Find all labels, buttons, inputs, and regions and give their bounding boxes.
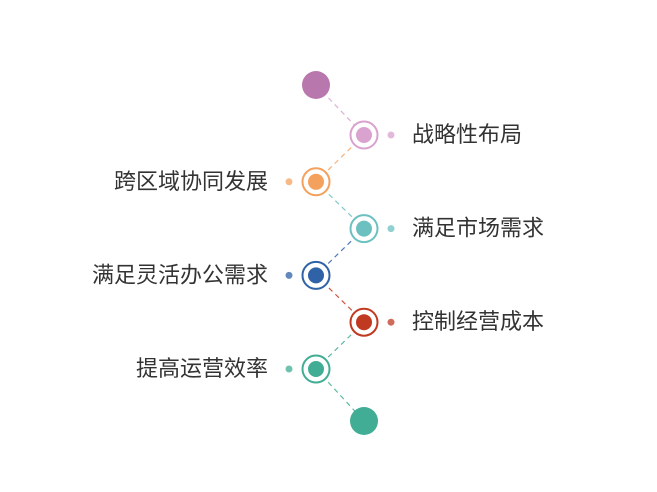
label-bullet — [387, 318, 395, 326]
step-node: 满足灵活办公需求 — [92, 260, 331, 290]
label-bullet — [387, 225, 395, 233]
node-dot — [356, 314, 372, 331]
node-dot — [356, 220, 372, 237]
step-label: 满足市场需求 — [412, 217, 544, 242]
start-dot — [302, 71, 330, 99]
step-node: 跨区域协同发展 — [114, 167, 331, 197]
label-bullet — [387, 131, 395, 139]
node-dot — [308, 173, 324, 190]
label-bullet — [285, 365, 293, 373]
step-label: 跨区域协同发展 — [114, 170, 268, 195]
end-dot — [350, 407, 378, 435]
step-node: 战略性布局 — [349, 120, 522, 150]
node-dot — [308, 267, 324, 284]
step-label: 战略性布局 — [412, 123, 522, 148]
step-node: 提高运营效率 — [136, 354, 331, 384]
node-dot — [308, 361, 324, 377]
label-bullet — [285, 178, 293, 186]
node-dot — [356, 127, 372, 143]
step-node: 控制经营成本 — [349, 307, 544, 337]
step-label: 提高运营效率 — [136, 357, 268, 382]
step-node: 满足市场需求 — [349, 214, 544, 244]
step-label: 控制经营成本 — [412, 310, 544, 335]
step-label: 满足灵活办公需求 — [92, 263, 268, 288]
label-bullet — [285, 271, 293, 279]
